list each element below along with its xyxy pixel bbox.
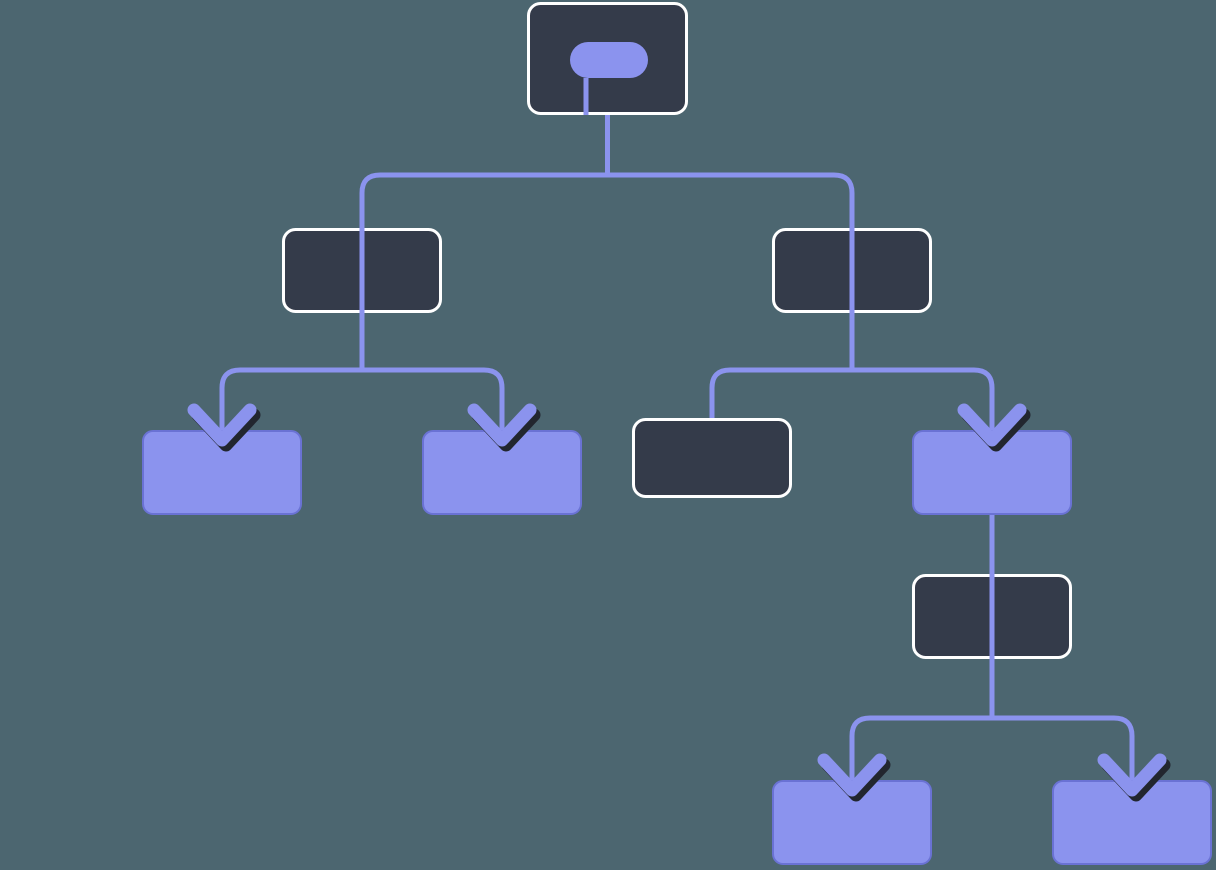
arrowhead-down-level2-a [187, 403, 257, 447]
arrowhead-layer [187, 403, 1167, 797]
arrowhead-down-level2-d [957, 403, 1027, 447]
arrowhead-down-level4-b [1097, 753, 1167, 797]
arrowhead-down-level2-b [467, 403, 537, 447]
connector-foreground-layer [359, 216, 995, 672]
level2-node-c-shape[interactable] [632, 418, 792, 498]
root-node[interactable] [527, 2, 688, 116]
pill-marker-icon [570, 42, 648, 78]
arrowhead-down-level4-a [817, 753, 887, 797]
level2-node-c[interactable] [632, 418, 792, 498]
connector-root-to-level1 [359, 115, 855, 228]
